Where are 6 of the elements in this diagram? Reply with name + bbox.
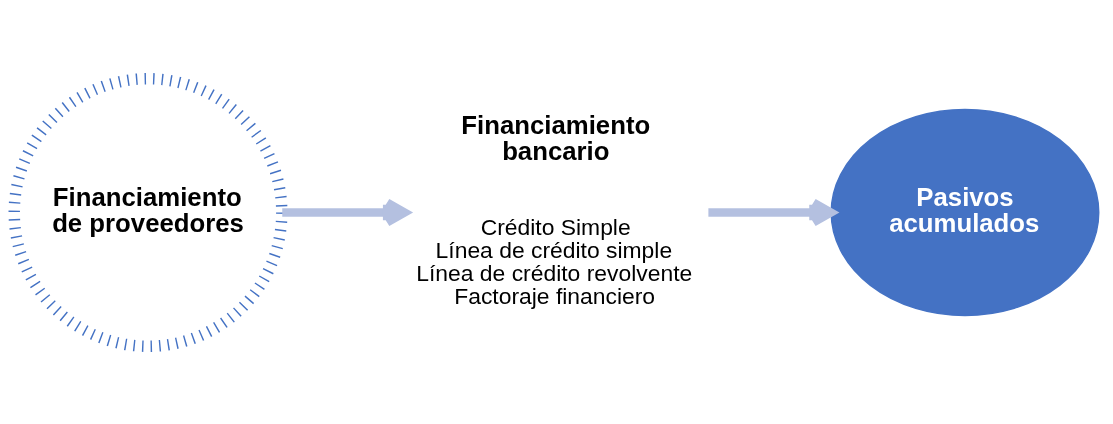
node-label: Crédito Simple — [480, 213, 631, 240]
node-circle: Financiamiento de proveedores — [8, 72, 288, 352]
node-ellipse: Pasivos acumulados — [830, 108, 1100, 316]
node-text: Financiamiento bancario — [461, 110, 651, 165]
node-label: Factoraje financiero — [454, 282, 656, 309]
arrow — [282, 198, 410, 226]
